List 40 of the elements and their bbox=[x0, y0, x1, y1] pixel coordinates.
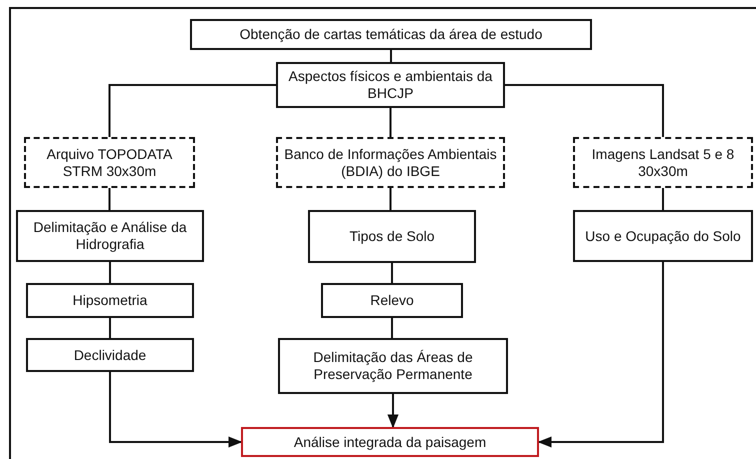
process-box bbox=[308, 210, 476, 263]
arrow bbox=[109, 372, 242, 448]
process-box bbox=[321, 283, 463, 318]
connector-line bbox=[505, 84, 664, 137]
box-text: Arquivo TOPODATA STRM 30x30m bbox=[46, 146, 174, 180]
connector-line bbox=[390, 108, 392, 137]
connector-line bbox=[108, 84, 276, 137]
box-text: Imagens Landsat 5 e 8 30x30m bbox=[590, 146, 736, 180]
process-box bbox=[26, 283, 194, 318]
process-box bbox=[573, 210, 753, 262]
box-text: Hipsometria bbox=[72, 292, 148, 309]
process-box bbox=[16, 210, 204, 262]
process-box bbox=[26, 338, 194, 372]
box-text: Análise integrada da paisagem bbox=[294, 434, 486, 450]
connector-line bbox=[391, 263, 393, 283]
data-source-box bbox=[573, 137, 753, 188]
box-text: Declividade bbox=[74, 346, 146, 364]
arrow bbox=[387, 394, 399, 428]
connector-line bbox=[390, 50, 392, 62]
process-box bbox=[278, 338, 508, 394]
connector-line bbox=[390, 188, 392, 210]
box-text: Aspectos físicos e ambientais da BHCJP bbox=[288, 68, 494, 102]
box-text: Delimitação das Áreas de Preservação Permanente bbox=[312, 349, 474, 383]
box-text: Tipos de Solo bbox=[349, 228, 435, 245]
connector-line bbox=[391, 318, 393, 338]
box-text: Banco de Informações Ambientais (BDIA) do IBGE bbox=[283, 146, 498, 180]
box-text: Uso e Ocupação do Solo bbox=[585, 228, 741, 244]
result-box bbox=[241, 427, 539, 457]
box-text: Relevo bbox=[370, 292, 414, 309]
process-box bbox=[276, 62, 505, 108]
connector-line bbox=[109, 262, 111, 283]
connector-line bbox=[662, 188, 664, 210]
arrow bbox=[538, 262, 664, 448]
connector-line bbox=[108, 188, 110, 210]
data-source-box bbox=[276, 137, 505, 188]
data-source-box bbox=[24, 137, 195, 188]
box-text: Delimitação e Análise da Hidrografia bbox=[32, 219, 188, 253]
process-box bbox=[190, 19, 592, 50]
connector-line bbox=[109, 318, 111, 338]
box-text: Obtenção de cartas temáticas da área de estudo bbox=[240, 26, 542, 43]
